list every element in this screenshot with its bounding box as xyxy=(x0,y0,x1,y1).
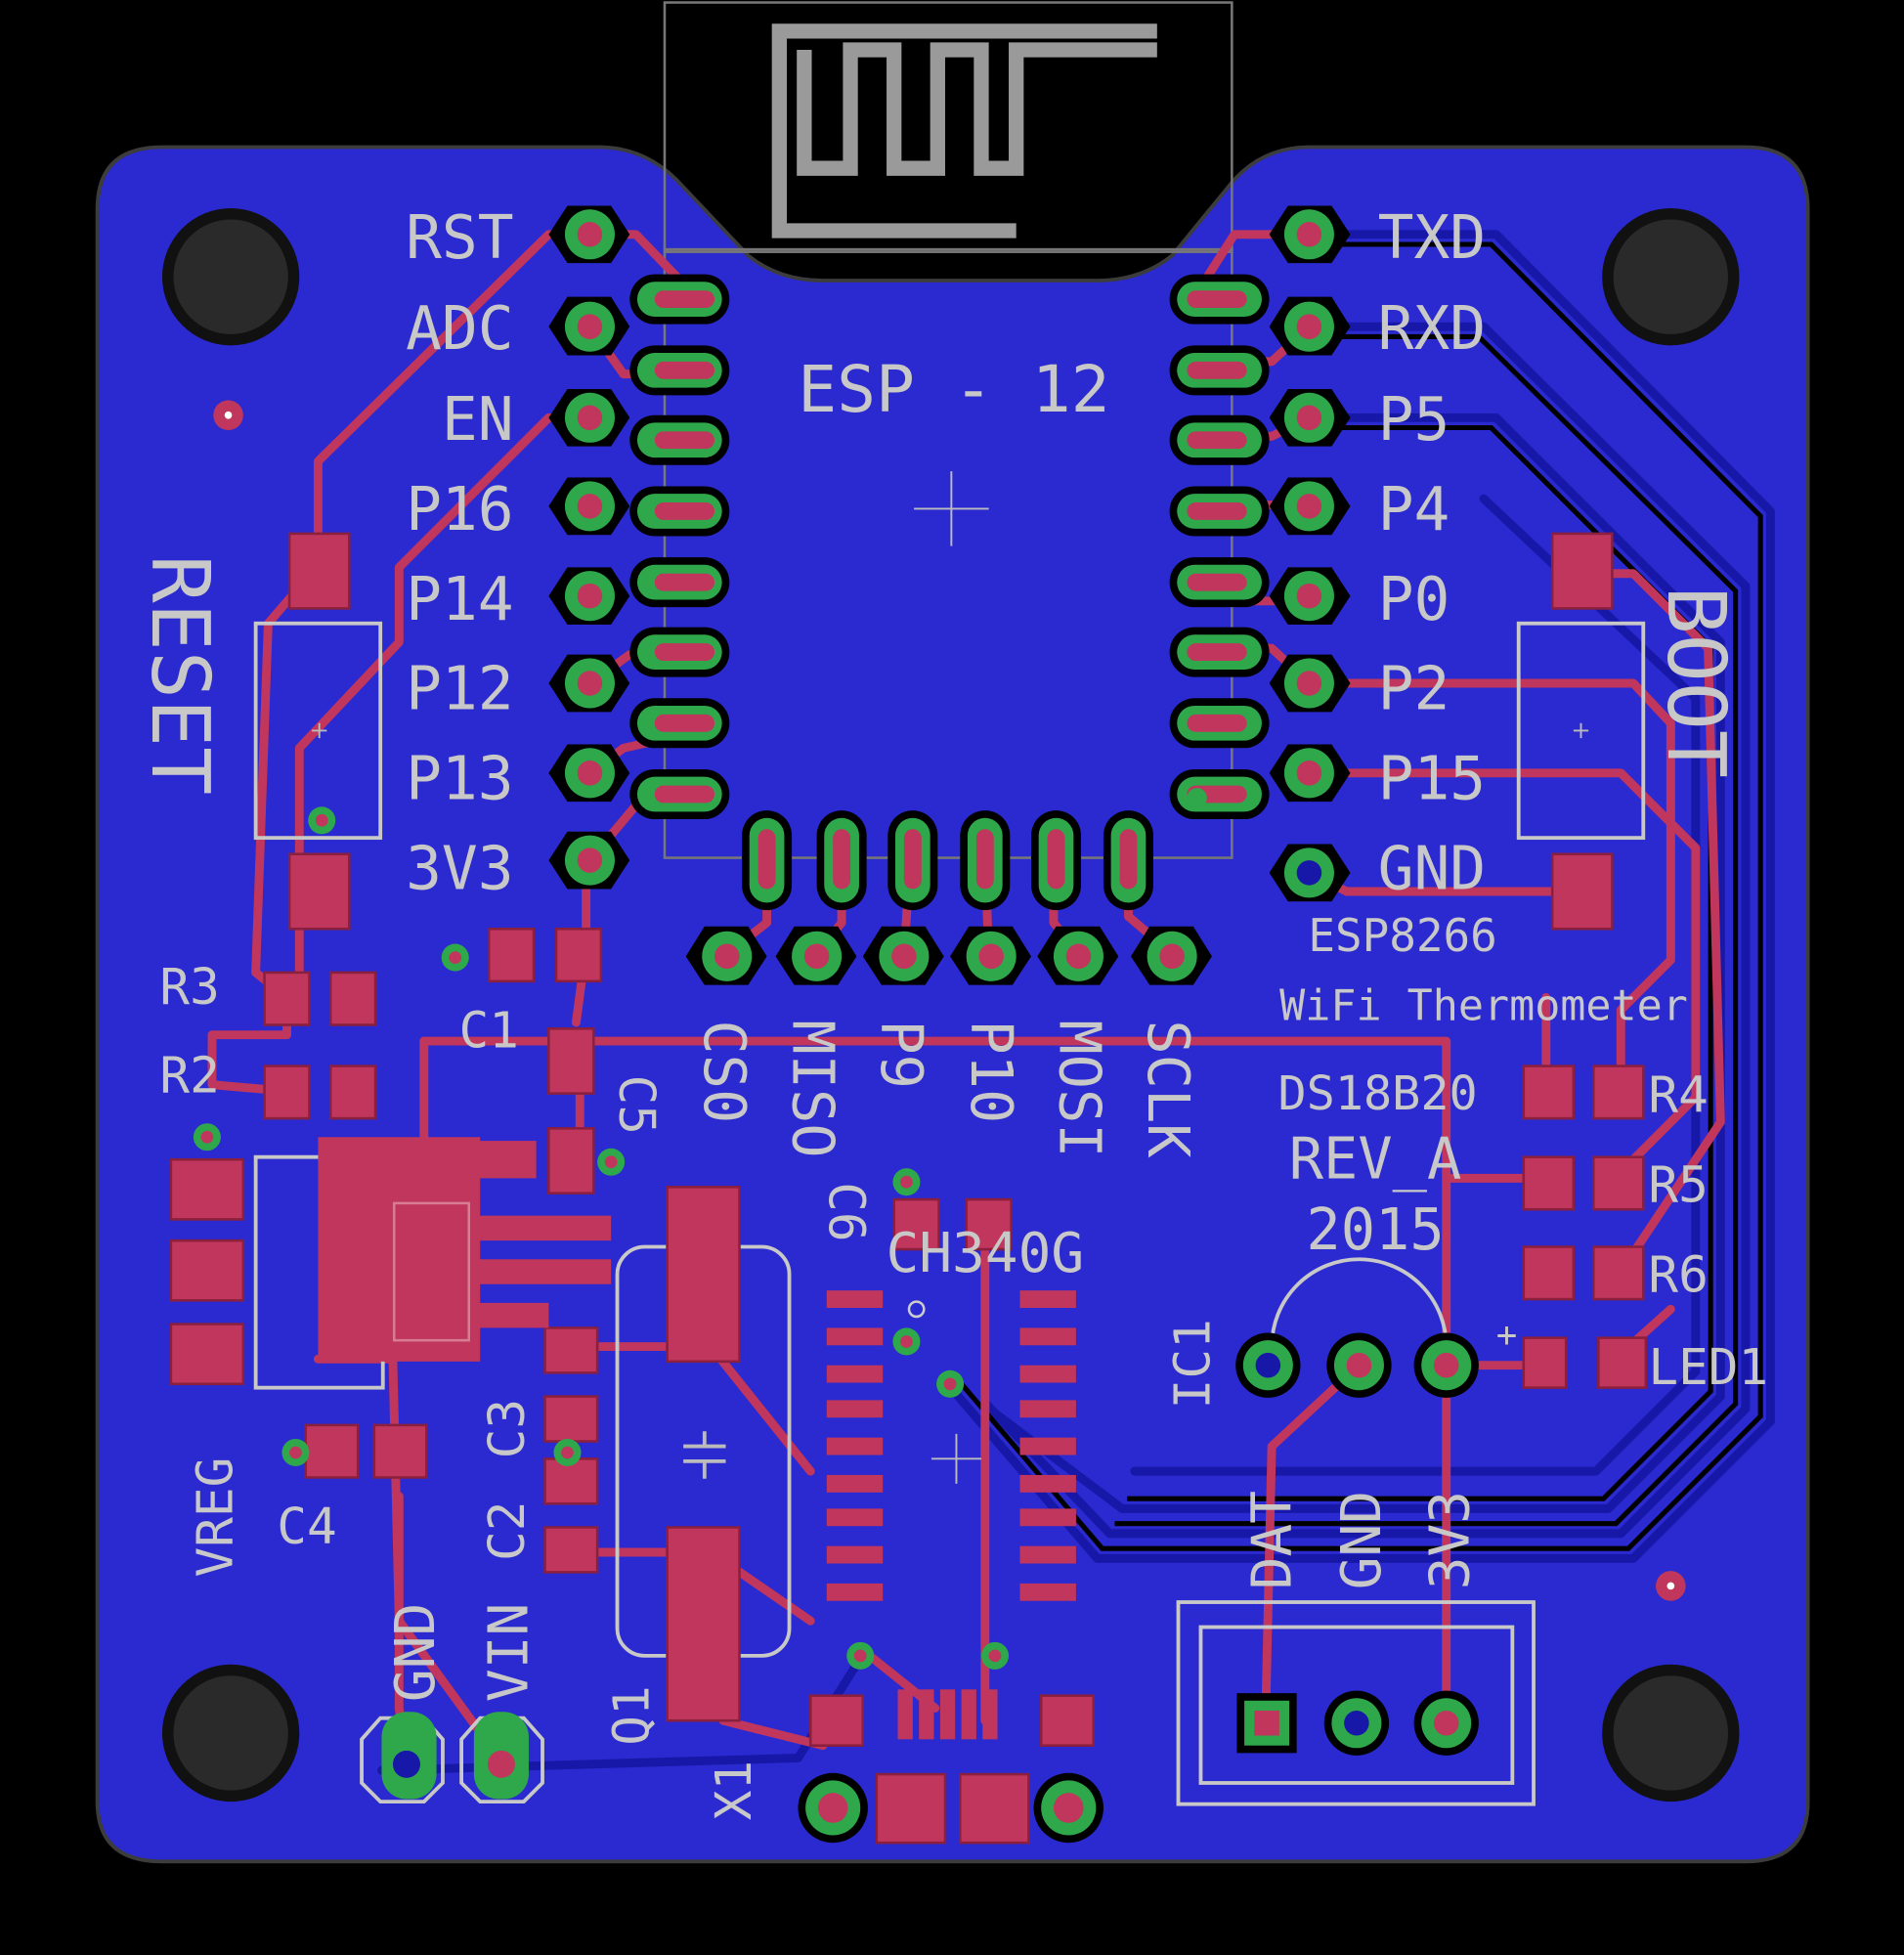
left-pin-label: P12 xyxy=(406,655,514,724)
right-pin-labels: TXD RXD P5 P4 P0 P2 P15 GND xyxy=(1378,203,1487,903)
bottom-header-pads xyxy=(685,926,1212,985)
left-pin-label: RST xyxy=(406,203,514,273)
board-title: WiFi Thermometer xyxy=(1279,981,1688,1030)
ref-c3: C3 xyxy=(479,1399,537,1458)
reference-designators: R3 R2 C1 C5 R4 R5 R6 LED1 C6 CH340G IC1 … xyxy=(159,959,1768,1820)
ref-ic1: IC1 xyxy=(1164,1319,1222,1409)
sensor-label: DS18B20 xyxy=(1277,1066,1477,1121)
right-pin-label: P5 xyxy=(1378,385,1450,455)
ref-r2: R2 xyxy=(159,1047,219,1105)
left-pin-label: 3V3 xyxy=(406,834,514,903)
module-name: ESP - 12 xyxy=(798,351,1109,427)
voltage-regulator xyxy=(169,1137,612,1390)
bottom-pin-label: SCLK xyxy=(1135,1020,1201,1158)
left-pin-label: P14 xyxy=(406,565,514,634)
mounting-holes xyxy=(161,208,1740,1803)
left-pin-label: P13 xyxy=(406,745,514,814)
power-header xyxy=(360,1712,544,1804)
ref-vreg: VREG xyxy=(187,1457,244,1578)
ds18b20-footprint xyxy=(1235,1257,1479,1398)
ch340g-chip xyxy=(826,1290,1076,1601)
bottom-traces-shadow xyxy=(953,241,1763,1551)
left-header-pads xyxy=(548,205,630,890)
ref-c1: C1 xyxy=(459,1002,519,1060)
esp12-right-pads xyxy=(1169,274,1270,820)
sensor-3v3-label: 3V3 xyxy=(1419,1491,1483,1589)
reset-label: RESET xyxy=(133,555,226,796)
left-pin-labels: RST ADC EN P16 P14 P12 P13 3V3 xyxy=(406,203,514,903)
bottom-pin-label: MISO xyxy=(779,1020,845,1157)
esp12-module-outline xyxy=(663,247,1233,859)
bottom-pin-label: CS0 xyxy=(691,1020,757,1123)
right-pin-label: P15 xyxy=(1378,745,1487,814)
right-header-pads xyxy=(1269,205,1351,902)
year-label: 2015 xyxy=(1306,1196,1444,1263)
ref-r5: R5 xyxy=(1648,1157,1708,1215)
right-pin-label: GND xyxy=(1378,834,1487,903)
right-pin-label: P4 xyxy=(1378,475,1450,544)
ref-r4: R4 xyxy=(1648,1067,1708,1125)
vias xyxy=(193,788,1207,1670)
bottom-traces xyxy=(376,230,1775,1775)
polarity-mark: + xyxy=(1496,1316,1518,1356)
bottom-pin-label: MOSI xyxy=(1046,1020,1112,1157)
boot-label: BOOT xyxy=(1649,586,1742,778)
pcb-outline xyxy=(95,145,1810,1864)
esp12-left-pads xyxy=(629,274,730,820)
right-pin-label: P2 xyxy=(1378,655,1450,724)
sensor-terminal xyxy=(1176,1600,1536,1806)
ref-r6: R6 xyxy=(1648,1246,1708,1304)
bottom-pin-label: P10 xyxy=(958,1020,1024,1123)
ref-c2: C2 xyxy=(479,1501,537,1561)
right-pin-label: P0 xyxy=(1378,565,1450,634)
esp12-bottom-pads xyxy=(742,810,1153,911)
ref-r3: R3 xyxy=(159,959,219,1017)
usb-connector xyxy=(798,1689,1103,1845)
reset-button xyxy=(253,532,383,931)
sensor-gnd-label: GND xyxy=(1330,1491,1394,1589)
ref-x1: X1 xyxy=(706,1760,763,1820)
crystal xyxy=(615,1186,792,1722)
chip-label: ESP8266 xyxy=(1308,909,1496,962)
right-pin-label: TXD xyxy=(1378,203,1487,273)
antenna xyxy=(663,1,1233,253)
boot-button xyxy=(1516,532,1646,931)
bottom-pin-labels: CS0 MISO P9 P10 MOSI SCLK xyxy=(691,1020,1201,1158)
ref-c5: C5 xyxy=(607,1074,665,1134)
ref-q1: Q1 xyxy=(603,1685,661,1745)
sensor-dat-label: DAT xyxy=(1240,1491,1304,1589)
left-pin-label: EN xyxy=(442,385,514,455)
left-pin-label: ADC xyxy=(406,294,514,364)
ref-led1: LED1 xyxy=(1648,1339,1768,1397)
ref-c4: C4 xyxy=(277,1499,336,1556)
revision-label: REV_A xyxy=(1289,1125,1462,1192)
ref-c6: C6 xyxy=(816,1182,874,1241)
right-pin-label: RXD xyxy=(1378,294,1487,364)
power-gnd-label: GND xyxy=(384,1603,448,1702)
left-pin-label: P16 xyxy=(406,475,514,544)
bottom-pin-label: P9 xyxy=(868,1020,934,1089)
power-vin-label: VIN xyxy=(478,1603,541,1702)
ref-ch340g: CH340G xyxy=(886,1222,1084,1285)
smd-passives xyxy=(263,927,1648,1574)
